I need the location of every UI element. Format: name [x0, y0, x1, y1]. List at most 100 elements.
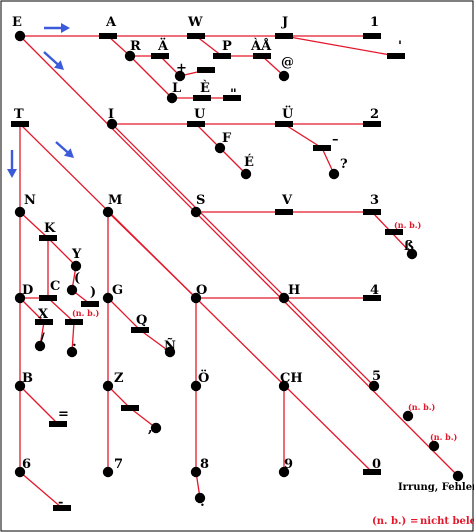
edge-f-eac	[219, 147, 247, 175]
dash-node-nbc	[65, 319, 83, 325]
label-v: V	[281, 193, 293, 208]
dash-node-n2	[363, 121, 381, 127]
label-e-grave: È	[200, 80, 210, 96]
label-n: N	[24, 193, 36, 208]
unassigned-after-5: (n. b.)	[408, 402, 436, 412]
label-4: 4	[370, 283, 379, 298]
label-a: A	[105, 15, 117, 30]
label-0: 0	[372, 457, 381, 472]
label-lparen: (	[74, 271, 80, 286]
dash-node-zd	[121, 405, 139, 411]
dot-node-m	[102, 206, 114, 218]
label-dash: –	[332, 132, 339, 147]
dash-node-p	[213, 53, 231, 59]
arrow-down-icon	[7, 150, 17, 178]
label-8: 8	[200, 457, 209, 472]
dot-node-r	[124, 50, 136, 62]
edge-zd-cm	[129, 407, 157, 429]
label-q: Q	[136, 313, 147, 328]
label-quote: "	[230, 87, 237, 102]
dot-node-o	[190, 292, 202, 304]
label-rparen: )	[90, 285, 96, 300]
label-comma: ,	[148, 421, 153, 436]
unassigned-after-5b: (n. b.)	[430, 432, 458, 442]
dot-node-n	[14, 206, 26, 218]
dash-node-egr	[193, 95, 211, 101]
label-b: B	[22, 371, 33, 386]
dot-node-h	[278, 292, 290, 304]
label-m: M	[108, 193, 122, 208]
legend-key: (n. b.)	[372, 516, 406, 527]
dot-node-ch	[278, 380, 290, 392]
dot-node-z	[102, 380, 114, 392]
edge-m-o	[107, 211, 197, 299]
dot-node-col	[194, 492, 206, 504]
label-7: 7	[114, 457, 123, 472]
label-p: P	[222, 39, 232, 54]
legend-equals: =	[410, 516, 418, 527]
legend-meaning: nicht belegt	[420, 516, 474, 527]
unassigned-after-c: (n. b.)	[72, 308, 100, 318]
edge-j-apos	[283, 35, 397, 57]
edge-cc-nbc	[47, 297, 75, 323]
dash-node-a	[99, 33, 117, 39]
edge-d-x	[19, 297, 45, 323]
dash-node-hy	[53, 505, 71, 511]
dash-node-x	[35, 319, 53, 325]
label-3: 3	[370, 193, 379, 208]
dash-node-uu	[275, 121, 293, 127]
dot-node-cm	[150, 422, 162, 434]
dot-node-plus	[174, 70, 186, 82]
label-e: E	[12, 15, 22, 30]
label-ch: CH	[280, 371, 303, 386]
label-6: 6	[22, 457, 31, 472]
dash-node-qt	[223, 95, 241, 101]
dot-node-n9	[278, 466, 290, 478]
dot-node-nb5a	[402, 410, 414, 422]
label-l: L	[172, 81, 181, 96]
dot-node-i	[106, 118, 118, 130]
label-h: H	[288, 283, 300, 298]
label-9: 9	[284, 457, 293, 472]
dot-node-err	[452, 470, 464, 482]
edge-w-p	[195, 35, 223, 57]
label-j: J	[281, 15, 288, 30]
label-a-grave-ring: ÀÅ	[250, 38, 272, 54]
dash-node-apos	[387, 53, 405, 59]
dot-node-g	[102, 292, 114, 304]
label-y: Y	[71, 247, 82, 262]
dot-node-n6	[14, 466, 26, 478]
dot-node-y	[70, 260, 82, 272]
dot-node-n5	[368, 380, 380, 392]
dash-node-agr	[253, 53, 271, 59]
dash-node-rp	[81, 301, 99, 307]
label-k: K	[44, 221, 56, 236]
edge-e-err	[19, 35, 459, 477]
label-n-tilde: Ñ	[164, 338, 176, 354]
dash-node-n1	[363, 33, 381, 39]
dash-node-w	[187, 33, 205, 39]
dash-node-u	[187, 121, 205, 127]
dot-node-sc	[66, 346, 78, 358]
unassigned-after-3: (n. b.)	[394, 220, 422, 230]
label-dot: .	[206, 61, 211, 76]
label-hyphen: -	[58, 495, 63, 510]
dot-node-s	[190, 206, 202, 218]
edge-n6-hy	[19, 471, 63, 509]
dot-node-sz	[406, 248, 418, 260]
label-eszett: ß	[404, 239, 414, 254]
label-u: U	[194, 107, 206, 122]
dash-node-t	[11, 121, 29, 127]
label-colon: :	[200, 495, 205, 510]
dot-node-n8	[190, 466, 202, 478]
label-equals: =	[58, 407, 69, 422]
edge-u-f	[195, 123, 221, 149]
label-s: S	[196, 193, 205, 208]
label-f: F	[222, 131, 232, 146]
label-5: 5	[372, 369, 381, 384]
label-apostrophe: '	[398, 39, 402, 54]
edge-g-q	[107, 297, 141, 331]
dot-node-sl	[34, 340, 46, 352]
